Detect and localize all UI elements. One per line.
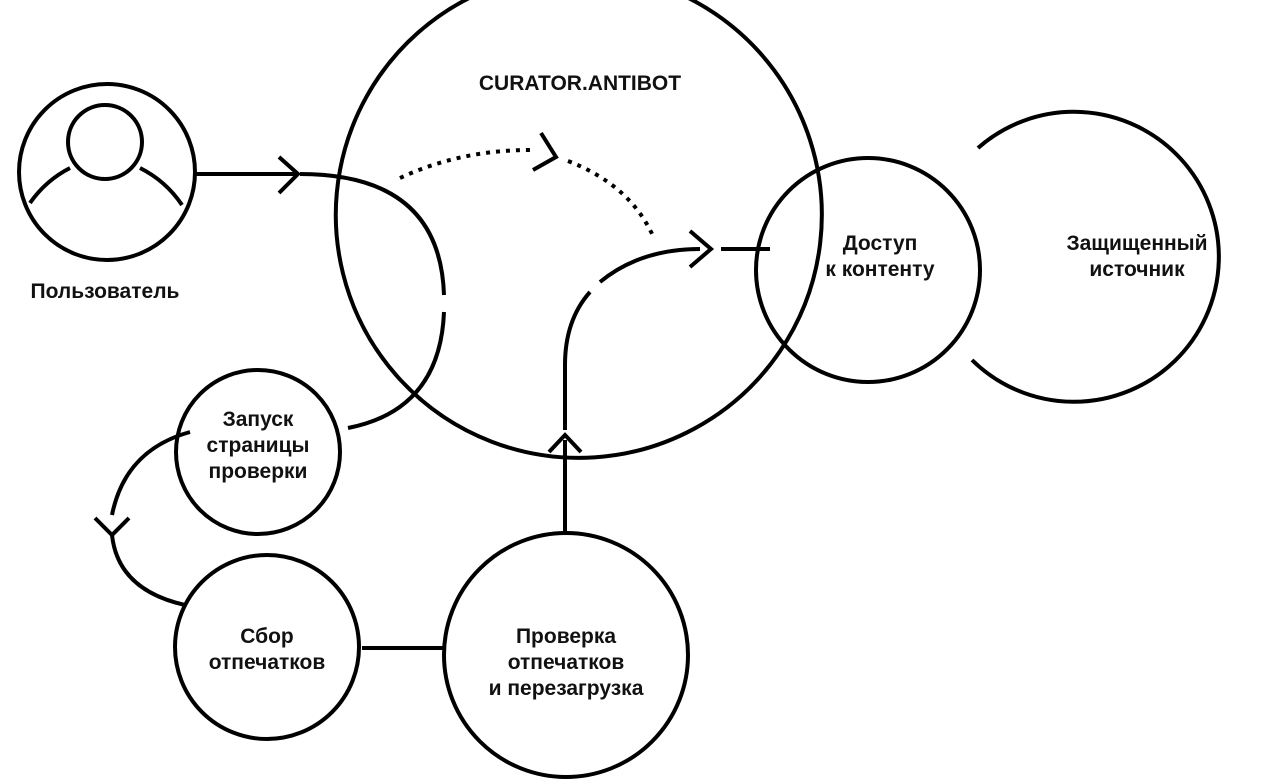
source-label-1: Защищенный: [1066, 232, 1207, 255]
verify-label-3: и перезагрузка: [489, 677, 644, 700]
collect-circle: [173, 553, 361, 741]
user-icon-head: [66, 103, 144, 181]
verified-flow-line: [563, 247, 701, 550]
chevron-right-icon: [532, 131, 559, 172]
chevron-down-icon: [93, 516, 131, 538]
launch-label-1: Запуск: [223, 408, 294, 431]
user-node: Пользователь: [17, 82, 197, 303]
launch-circle: [174, 368, 342, 536]
launch-collect-arc: [110, 430, 191, 607]
user-circle: [17, 82, 197, 262]
chevron-right-icon: [688, 229, 715, 269]
user-label: Пользователь: [31, 280, 180, 303]
user-icon-shoulders: [28, 166, 184, 207]
antibot-circle: [333, 0, 824, 460]
verify-label-1: Проверка: [516, 625, 616, 648]
source-label-2: источник: [1089, 258, 1185, 281]
access-label-2: к контенту: [825, 258, 935, 281]
chevron-up-icon: [547, 432, 583, 454]
access-label-1: Доступ: [843, 232, 918, 255]
launch-label-3: проверки: [209, 460, 308, 483]
verify-label-2: отпечатков: [508, 651, 625, 674]
user-flow-arc: [299, 172, 446, 430]
bot-flow-dotted-arc: [399, 148, 531, 180]
verify-circle: [442, 531, 690, 779]
antibot-title: CURATOR.ANTIBOT: [479, 72, 681, 95]
bot-flow-dotted-arc-2: [567, 159, 655, 237]
collect-label-2: отпечатков: [209, 651, 326, 674]
launch-label-2: страницы: [207, 434, 310, 457]
access-circle: [754, 156, 982, 384]
chevron-right-icon: [277, 155, 301, 195]
source-circle: [970, 109, 1221, 404]
collect-label-1: Сбор: [240, 625, 294, 648]
